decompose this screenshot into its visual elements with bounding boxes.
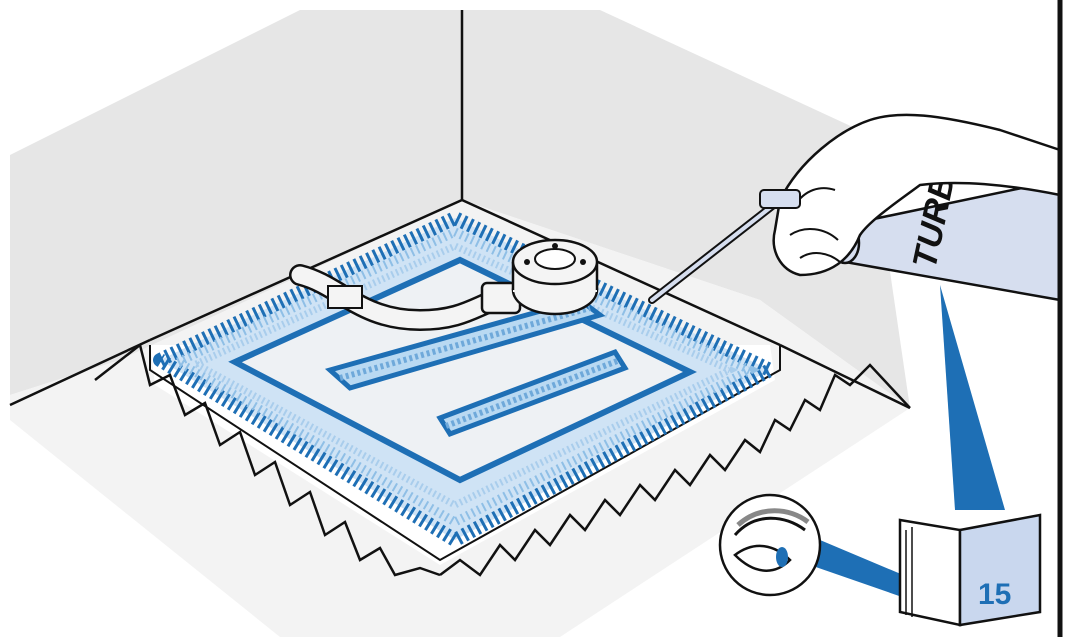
tray-surface: [228, 256, 697, 484]
zigzag-edge-left: [94, 342, 441, 577]
manual-page-number: 15: [978, 578, 1011, 611]
drain-outlet-icon: [289, 238, 599, 332]
room-walls: [9, 10, 911, 637]
pointer-arrow-icon: [940, 285, 1005, 510]
manual-book-icon: 15: [898, 513, 1042, 627]
eye-icon: [718, 493, 915, 598]
shower-tray: [153, 211, 777, 547]
hand-icon: [759, 0, 1063, 637]
zigzag-edge-right: [439, 363, 911, 577]
